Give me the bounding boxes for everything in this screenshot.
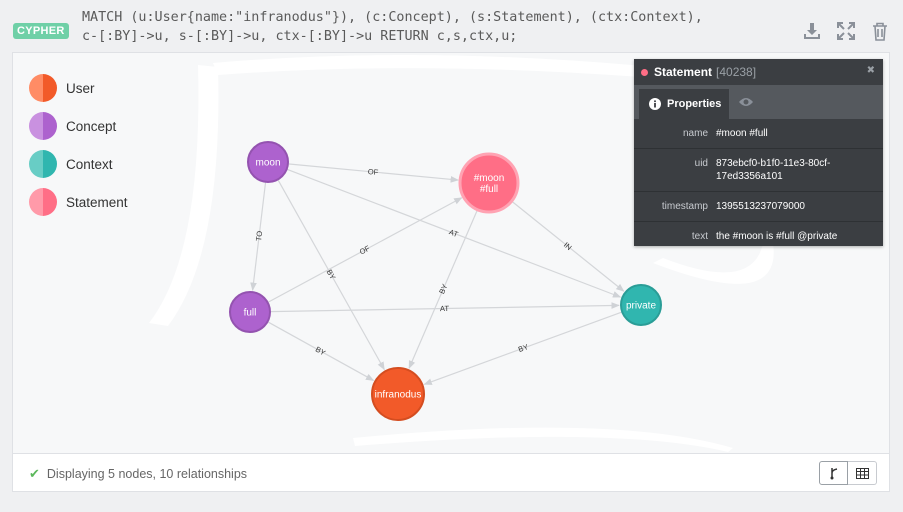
relationship-label: BY xyxy=(517,342,529,354)
legend-item-user[interactable]: User xyxy=(29,69,128,107)
close-icon[interactable]: ✖ xyxy=(866,65,875,76)
relationship-label: OF xyxy=(358,243,372,256)
legend-item-context[interactable]: Context xyxy=(29,145,128,183)
node-statement[interactable]: #moon#full xyxy=(458,152,520,214)
node-label: infranodus xyxy=(375,390,422,401)
query-text[interactable]: MATCH (u:User{name:"infranodus"}), (c:Co… xyxy=(82,8,782,46)
info-icon xyxy=(649,98,661,110)
legend-item-statement[interactable]: Statement xyxy=(29,183,128,221)
eye-icon[interactable] xyxy=(738,95,754,113)
node-circle[interactable] xyxy=(458,152,520,214)
legend-label: Concept xyxy=(66,118,117,134)
legend-label: User xyxy=(66,80,95,96)
legend-item-concept[interactable]: Concept xyxy=(29,107,128,145)
status-text: Displaying 5 nodes, 10 relationships xyxy=(46,467,248,481)
relationship-label: OF xyxy=(367,167,379,177)
relationship-label: BY xyxy=(437,283,449,296)
legend: User Concept Context Statement xyxy=(29,69,128,221)
inspector-id: [40238] xyxy=(716,65,757,79)
query-line-1: MATCH (u:User{name:"infranodus"}), (c:Co… xyxy=(82,10,703,25)
property-row: timestamp 1395513237079000 xyxy=(634,192,883,222)
fullscreen-icon[interactable] xyxy=(835,20,857,42)
view-toggle xyxy=(819,461,877,485)
relationship-edge[interactable] xyxy=(423,311,623,385)
relationship-edge[interactable] xyxy=(408,209,479,370)
status-bar: ✔ Displaying 5 nodes, 10 relationships xyxy=(13,453,889,491)
relationship-label: AT xyxy=(448,227,460,239)
inspector-tabs: Properties xyxy=(634,85,883,119)
query-line-2: c-[:BY]->u, s-[:BY]->u, ctx-[:BY]->u RET… xyxy=(82,29,518,44)
legend-swatch xyxy=(29,188,57,216)
relationship-edge[interactable] xyxy=(250,181,267,291)
inspector-title: Statement [40238] xyxy=(634,59,883,85)
cypher-badge: CYPHER xyxy=(13,23,69,39)
check-icon: ✔ xyxy=(29,466,40,481)
relationship-label: BY xyxy=(314,345,327,358)
property-row: text the #moon is #full @private xyxy=(634,222,883,251)
relationship-edge[interactable] xyxy=(269,302,620,313)
relationship-label: IN xyxy=(562,240,573,252)
node-private[interactable]: private xyxy=(620,284,662,326)
legend-swatch xyxy=(29,112,57,140)
relationship-edge[interactable] xyxy=(277,179,385,371)
node-circle[interactable] xyxy=(371,367,425,421)
query-header: CYPHER MATCH (u:User{name:"infranodus"})… xyxy=(0,0,903,52)
status: ✔ Displaying 5 nodes, 10 relationships xyxy=(29,466,247,482)
property-key: text xyxy=(691,231,708,242)
relationship-edge[interactable] xyxy=(267,321,375,381)
table-view-button[interactable] xyxy=(848,461,877,485)
property-row: uid 873ebcf0-b1f0-11e3-80cf-17ed3356a101 xyxy=(634,149,883,192)
background-strokes xyxy=(149,55,774,452)
property-value: 1395513237079000 xyxy=(716,201,805,212)
relationship-edge[interactable] xyxy=(287,163,459,183)
property-value: the #moon is #full @private xyxy=(716,231,838,242)
legend-swatch xyxy=(29,74,57,102)
node-label: #moon xyxy=(474,173,505,184)
node-infranodus[interactable]: infranodus xyxy=(371,367,425,421)
relationship-edge[interactable] xyxy=(511,200,625,292)
graph-view-icon xyxy=(830,467,837,479)
download-icon[interactable] xyxy=(801,20,823,42)
tab-properties[interactable]: Properties xyxy=(639,89,729,119)
node-circle[interactable] xyxy=(229,291,271,333)
node-circle[interactable] xyxy=(247,141,289,183)
property-value: 873ebcf0-b1f0-11e3-80cf-17ed3356a101 xyxy=(716,158,831,182)
node-label: private xyxy=(626,301,656,312)
property-value: #moon #full xyxy=(716,128,768,139)
node-label: full xyxy=(244,308,257,319)
legend-label: Context xyxy=(66,156,113,172)
property-row: name #moon #full xyxy=(634,119,883,149)
legend-label: Statement xyxy=(66,194,128,210)
node-label: moon xyxy=(255,158,280,169)
node-moon[interactable]: moon xyxy=(247,141,289,183)
statement-dot-icon xyxy=(641,68,648,76)
inspector-panel: Statement [40238] ✖ Properties name #moo… xyxy=(634,59,883,246)
property-key: name xyxy=(682,128,708,139)
trash-icon[interactable] xyxy=(869,20,891,42)
relationship-edge[interactable] xyxy=(267,197,463,304)
graph-svg: OF TO AT BY OF AT BY IN BY BY moon #moon#full full p… xyxy=(229,141,662,421)
node-full[interactable]: full xyxy=(229,291,271,333)
inspector-type: Statement xyxy=(654,65,713,79)
relationship-label: BY xyxy=(325,268,338,281)
node-circle[interactable] xyxy=(620,284,662,326)
node-label: #full xyxy=(480,184,498,195)
property-key: uid xyxy=(694,158,708,169)
relationship-label: TO xyxy=(254,230,264,241)
graph-view-button[interactable] xyxy=(819,461,848,485)
property-key: timestamp xyxy=(661,201,708,212)
tab-properties-label: Properties xyxy=(667,98,722,110)
relationship-edge[interactable] xyxy=(286,168,622,298)
legend-swatch xyxy=(29,150,57,178)
relationship-label: AT xyxy=(440,304,450,313)
properties-list: name #moon #full uid 873ebcf0-b1f0-11e3-… xyxy=(634,119,883,251)
table-view-icon xyxy=(855,467,869,479)
